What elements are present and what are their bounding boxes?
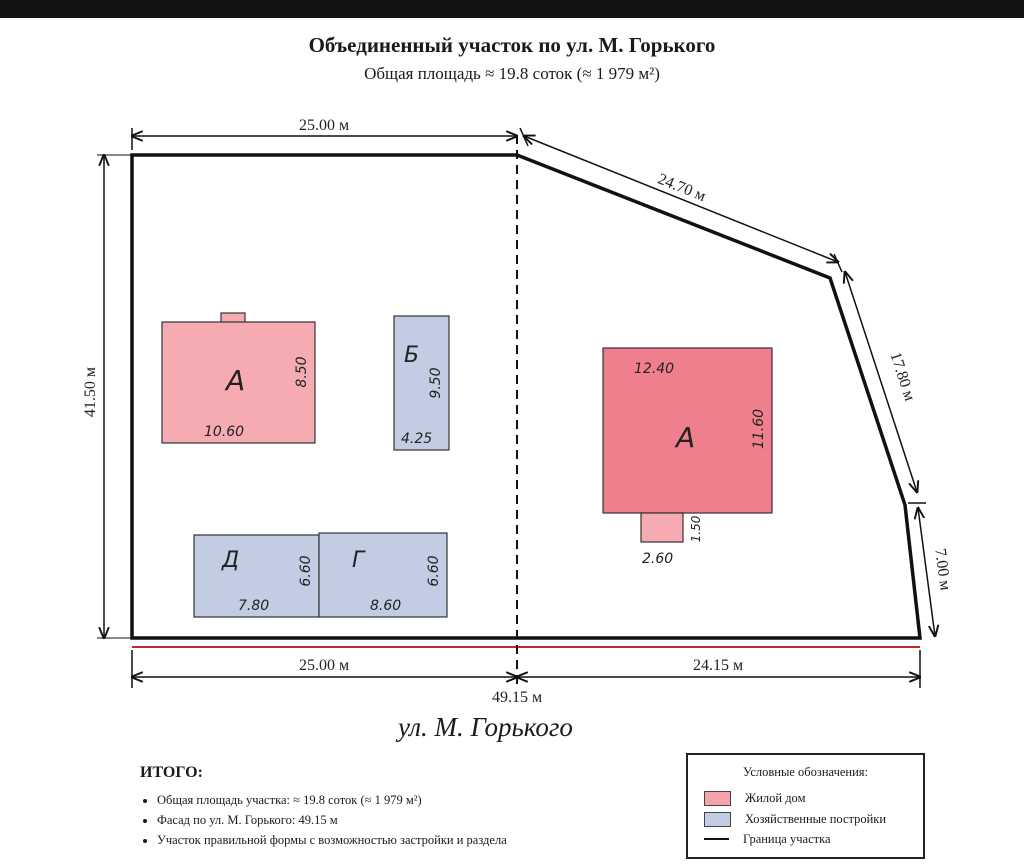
legend-title: Условные обозначения: bbox=[742, 765, 869, 779]
shed-g-width: 8.60 bbox=[370, 598, 401, 614]
page-title: Объединенный участок по ул. М. Горького bbox=[308, 33, 716, 57]
dim-top-left: 25.00 м bbox=[299, 117, 349, 134]
dim-total: 49.15 м bbox=[492, 689, 542, 706]
shed-b-letter: Б bbox=[404, 343, 419, 368]
summary-item: Участок правильной формы с возможностью … bbox=[157, 830, 660, 850]
dim-right-lower: 7.00 м bbox=[931, 547, 953, 591]
shed-b-width: 4.25 bbox=[401, 431, 432, 447]
shed-g bbox=[318, 532, 448, 618]
legend-item-house: Жилой дом bbox=[704, 790, 805, 806]
shed-b-depth: 9.50 bbox=[428, 367, 444, 398]
summary-block: ИТОГО: Общая площадь участка: ≈ 19.8 сот… bbox=[140, 764, 660, 850]
top-bar bbox=[0, 0, 1024, 18]
legend-item-sheds: Хозяйственные постройки bbox=[704, 811, 886, 827]
shed-d bbox=[193, 534, 320, 618]
dim-top-slant-tick1 bbox=[519, 127, 529, 147]
street-name: ул. М. Горького bbox=[398, 712, 573, 742]
house-a-right bbox=[602, 347, 773, 514]
house-a-left-depth: 8.50 bbox=[294, 356, 310, 387]
dim-right-upper: 17.80 м bbox=[886, 350, 918, 403]
summary-heading: ИТОГО: bbox=[140, 764, 203, 781]
house-a-left-letter: А bbox=[224, 364, 245, 397]
page-subtitle: Общая площадь ≈ 19.8 соток (≈ 1 979 м²) bbox=[364, 64, 660, 83]
dim-top-slant-tick2 bbox=[833, 253, 843, 273]
house-a-right-porch bbox=[640, 512, 684, 543]
summary-item: Общая площадь участка: ≈ 19.8 соток (≈ 1… bbox=[157, 790, 660, 810]
dim-right-upper-line bbox=[845, 272, 917, 492]
shed-g-letter: Г bbox=[352, 548, 366, 573]
house-a-left bbox=[161, 321, 316, 444]
dim-right-lower-line bbox=[918, 508, 935, 636]
dim-bottom-left: 25.00 м bbox=[299, 657, 349, 674]
house-a-right-depth: 11.60 bbox=[751, 409, 767, 449]
porch-width: 2.60 bbox=[642, 551, 673, 567]
dim-bottom-right: 24.15 м bbox=[693, 657, 743, 674]
shed-d-width: 7.80 bbox=[238, 598, 269, 614]
house-a-right-width: 12.40 bbox=[634, 361, 674, 377]
shed-b bbox=[393, 315, 450, 451]
legend-label: Хозяйственные постройки bbox=[745, 811, 887, 826]
shed-d-depth: 6.60 bbox=[298, 555, 314, 586]
legend-label: Жилой дом bbox=[745, 790, 806, 805]
legend-item-boundary: Граница участка bbox=[704, 831, 831, 847]
summary-list: Общая площадь участка: ≈ 19.8 соток (≈ 1… bbox=[140, 790, 660, 850]
shed-d-letter: Д bbox=[221, 548, 239, 573]
legend: Условные обозначения: Жилой дом Хозяйств… bbox=[686, 753, 925, 859]
shed-swatch bbox=[704, 811, 731, 827]
boundary-line-swatch bbox=[704, 838, 729, 840]
house-a-left-width: 10.60 bbox=[204, 424, 244, 440]
house-a-right-letter: А bbox=[674, 421, 695, 454]
summary-item: Фасад по ул. М. Горького: 49.15 м bbox=[157, 810, 660, 830]
dim-left: 41.50 м bbox=[82, 367, 99, 417]
legend-label: Граница участка bbox=[743, 831, 831, 846]
porch-depth: 1.50 bbox=[689, 515, 703, 542]
house-swatch bbox=[704, 790, 731, 806]
dim-top-slant-line bbox=[524, 136, 838, 262]
shed-g-depth: 6.60 bbox=[426, 555, 442, 586]
